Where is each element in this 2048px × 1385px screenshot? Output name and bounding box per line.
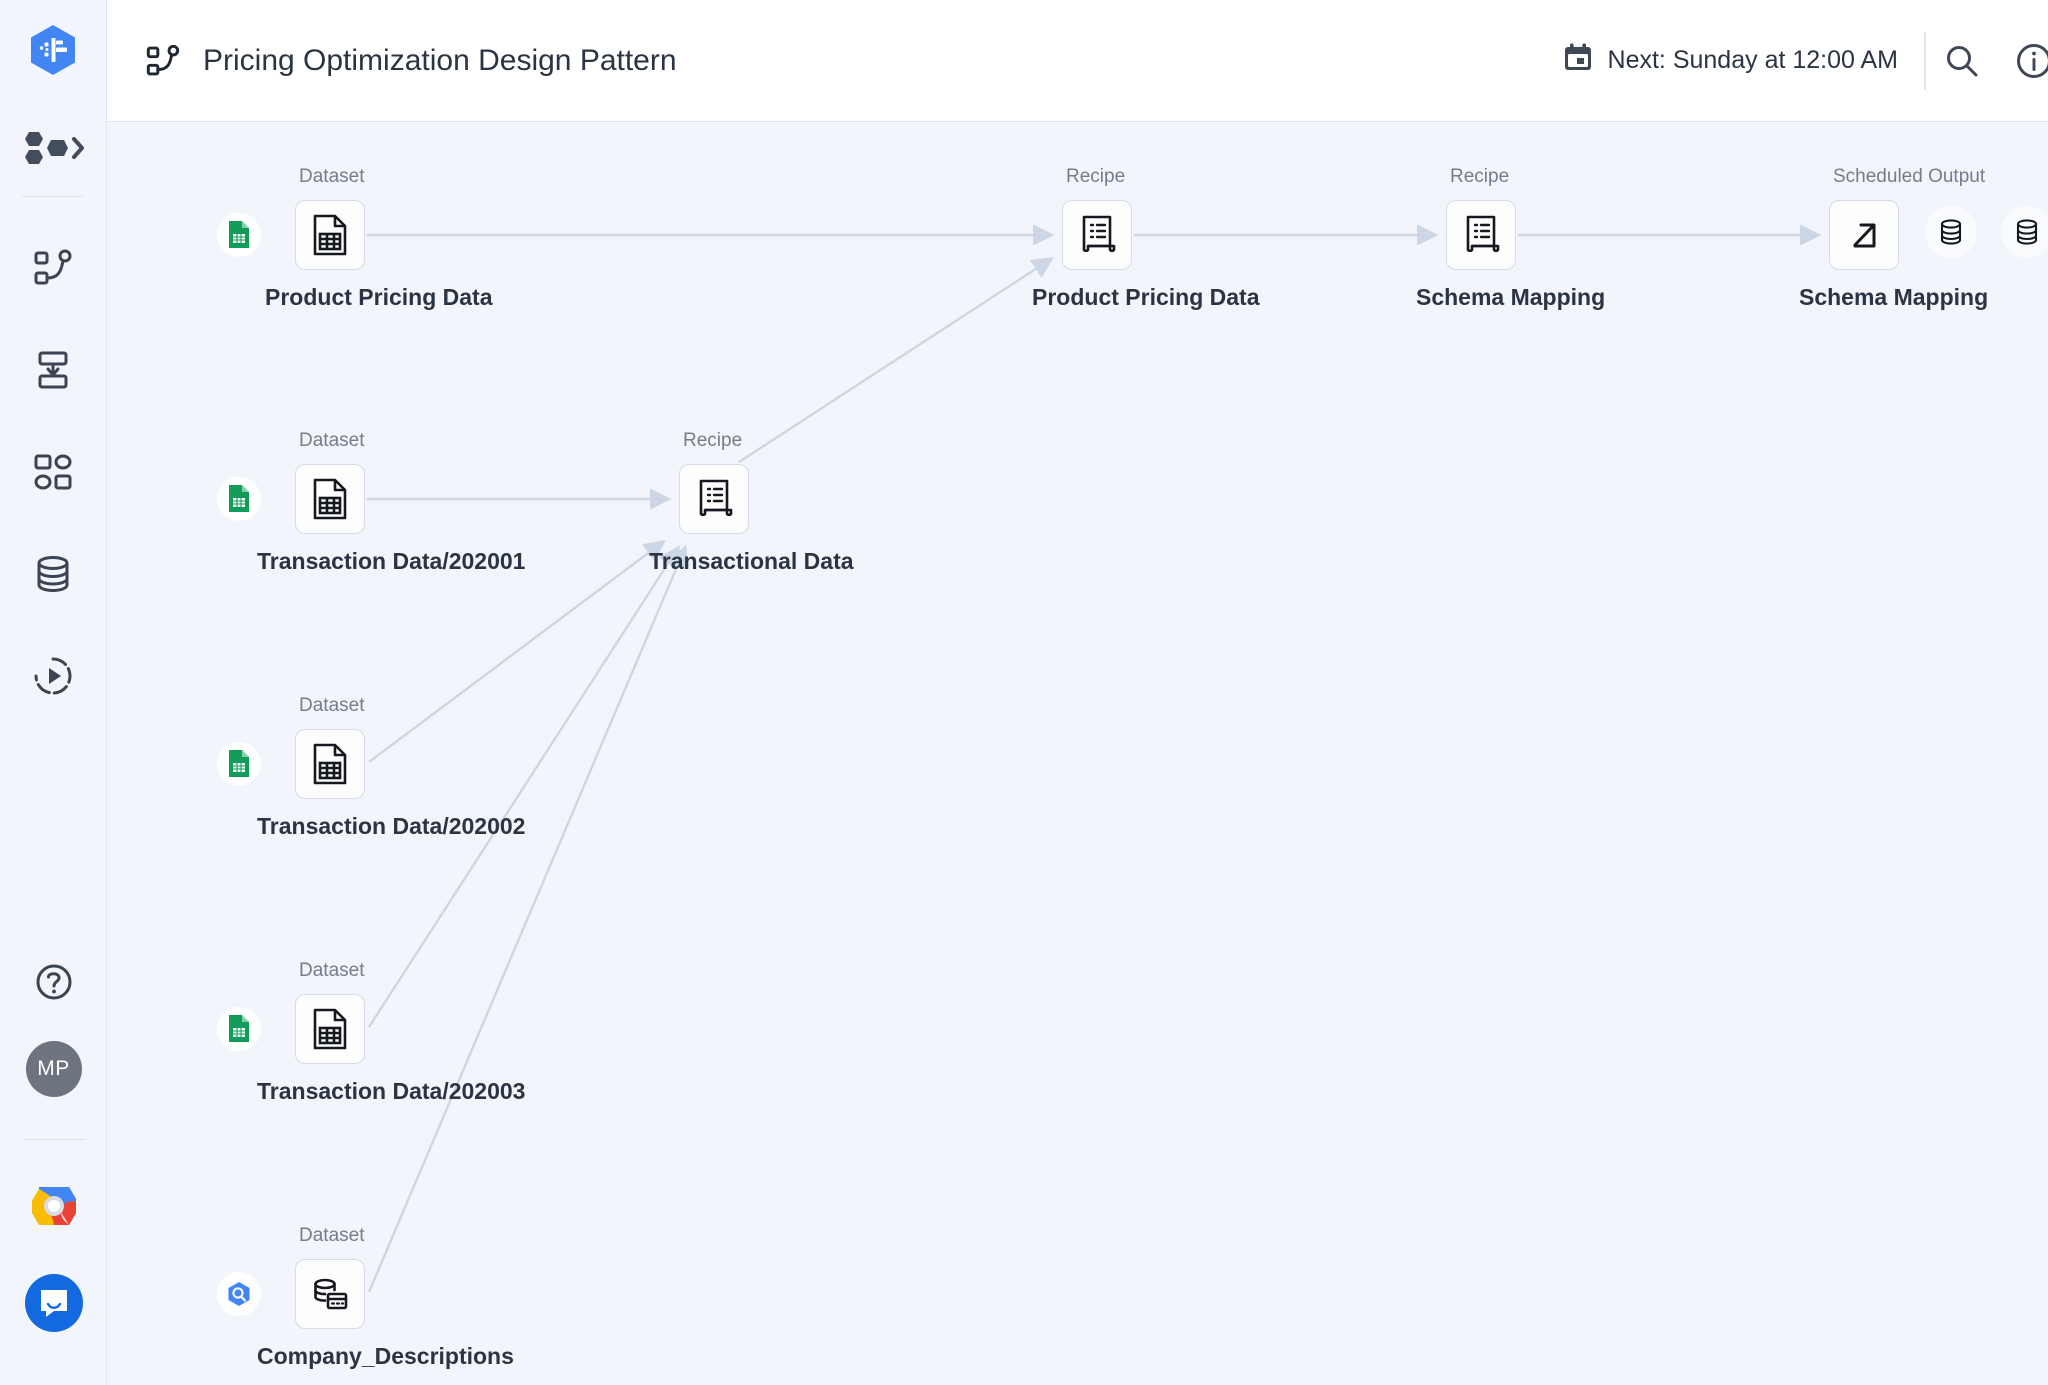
topbar: Pricing Optimization Design Pattern Next… bbox=[107, 0, 2048, 122]
dataset-file-icon[interactable] bbox=[295, 994, 365, 1064]
dataset-file-icon[interactable] bbox=[295, 200, 365, 270]
rail-bottom-group: MP bbox=[0, 955, 107, 1332]
node-label: Company_Descriptions bbox=[257, 1343, 514, 1369]
flow-icon bbox=[143, 41, 183, 81]
edge-company-to-recipe bbox=[367, 544, 688, 1293]
page-title: Pricing Optimization Design Pattern bbox=[203, 43, 677, 77]
info-circle-icon[interactable] bbox=[1998, 25, 2048, 97]
flow-node-transactional-data-recipe[interactable]: Recipe Transactional Data bbox=[649, 430, 854, 574]
left-rail: MP bbox=[0, 0, 107, 1385]
flow-node-product-pricing-recipe[interactable]: Recipe Product Pricing Data bbox=[1032, 166, 1259, 310]
bigquery-icon bbox=[217, 1272, 261, 1316]
google-cloud-icon[interactable] bbox=[27, 1180, 81, 1234]
project-selector[interactable] bbox=[17, 126, 89, 170]
sidebar-item-recipes[interactable] bbox=[26, 445, 80, 499]
recipe-icon[interactable] bbox=[679, 464, 749, 534]
rail-divider-top bbox=[22, 196, 84, 197]
google-sheets-icon bbox=[217, 213, 261, 257]
flow-canvas[interactable]: Dataset bbox=[107, 122, 2048, 1385]
schedule-indicator[interactable]: Next: Sunday at 12:00 AM bbox=[1562, 42, 1924, 79]
flow-node-transaction-202003[interactable]: Dataset bbox=[217, 960, 525, 1104]
node-label: Transaction Data/202001 bbox=[257, 548, 526, 574]
google-sheets-icon bbox=[217, 477, 261, 521]
output-database-icon-2[interactable] bbox=[2001, 206, 2048, 258]
google-sheets-icon bbox=[217, 742, 261, 786]
flow-node-schema-mapping-recipe[interactable]: Recipe Schema Mapping bbox=[1416, 166, 1605, 310]
chevron-right-icon bbox=[72, 137, 84, 159]
edge-202003-to-recipe bbox=[367, 545, 680, 1028]
dataiku-logo-icon[interactable] bbox=[25, 22, 81, 78]
rail-divider-bottom bbox=[22, 1139, 85, 1140]
node-kind-label: Scheduled Output bbox=[1833, 166, 1986, 187]
intercom-chat-icon[interactable] bbox=[24, 1274, 83, 1332]
avatar[interactable]: MP bbox=[25, 1041, 82, 1097]
scheduled-output-icon[interactable] bbox=[1829, 200, 1899, 270]
node-label: Product Pricing Data bbox=[265, 284, 493, 310]
avatar-initials: MP bbox=[37, 1057, 70, 1080]
sidebar-item-automation[interactable] bbox=[26, 649, 80, 703]
schedule-text: Next: Sunday at 12:00 AM bbox=[1607, 46, 1898, 74]
sidebar-item-datasets[interactable] bbox=[26, 343, 80, 397]
flow-node-transaction-202002[interactable]: Dataset bbox=[217, 695, 525, 839]
bigquery-table-icon[interactable] bbox=[295, 1259, 365, 1329]
dataset-file-icon[interactable] bbox=[295, 729, 365, 799]
rail-nav bbox=[26, 241, 80, 703]
recipe-icon[interactable] bbox=[1062, 200, 1132, 270]
topbar-divider bbox=[1924, 31, 1926, 90]
google-sheets-icon bbox=[217, 1007, 261, 1051]
node-label: Transaction Data/202002 bbox=[257, 813, 526, 839]
flow-edges bbox=[367, 224, 1822, 1293]
node-label: Schema Mapping bbox=[1416, 284, 1606, 310]
node-kind-label: Dataset bbox=[299, 430, 365, 451]
edge-202002-to-recipe bbox=[368, 539, 666, 763]
node-kind-label: Recipe bbox=[1066, 166, 1126, 187]
flow-node-transaction-202001[interactable]: Dataset bbox=[217, 430, 525, 574]
node-kind-label: Dataset bbox=[299, 166, 365, 187]
node-label: Transactional Data bbox=[649, 548, 854, 574]
main-area: Pricing Optimization Design Pattern Next… bbox=[107, 0, 2048, 1385]
node-label: Schema Mapping bbox=[1799, 284, 1989, 310]
calendar-icon bbox=[1562, 42, 1594, 79]
sidebar-item-flow[interactable] bbox=[26, 241, 80, 295]
flow-node-product-pricing-dataset[interactable]: Dataset bbox=[217, 166, 492, 310]
topbar-actions: Next: Sunday at 12:00 AM bbox=[1562, 0, 2048, 121]
flow-node-schema-mapping-output[interactable]: Scheduled Output bbox=[1799, 166, 2048, 310]
output-database-icon-1[interactable] bbox=[1925, 206, 1977, 258]
node-kind-label: Recipe bbox=[683, 430, 743, 451]
dataset-file-icon[interactable] bbox=[295, 464, 365, 534]
help-circle-icon[interactable] bbox=[27, 955, 81, 1009]
node-label: Transaction Data/202003 bbox=[257, 1078, 526, 1104]
edge-transactional-to-pricing-recipe bbox=[738, 257, 1054, 464]
sidebar-item-databases[interactable] bbox=[26, 547, 80, 601]
flow-node-company-descriptions[interactable]: Dataset bbox=[217, 1225, 514, 1369]
recipe-icon[interactable] bbox=[1446, 200, 1516, 270]
node-kind-label: Dataset bbox=[299, 695, 365, 716]
node-label: Product Pricing Data bbox=[1032, 284, 1260, 310]
node-kind-label: Dataset bbox=[299, 960, 365, 981]
node-kind-label: Recipe bbox=[1450, 166, 1510, 187]
search-icon[interactable] bbox=[1926, 25, 1998, 97]
node-kind-label: Dataset bbox=[299, 1225, 365, 1246]
